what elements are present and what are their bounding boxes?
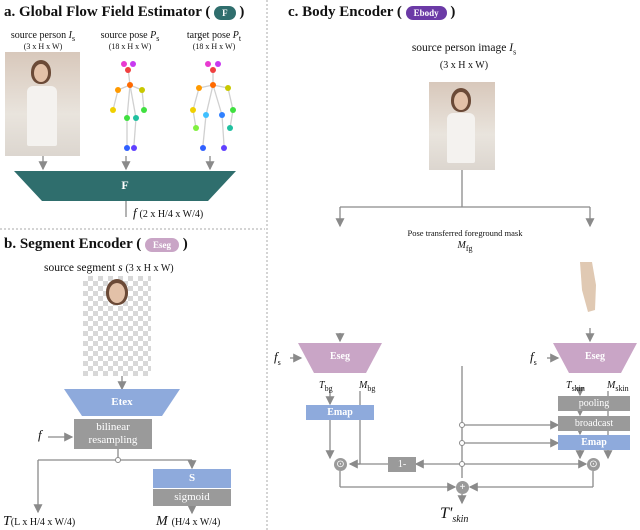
- section-a-title: a. Global Flow Field Estimator ( F ): [4, 4, 244, 21]
- t-bg-label: Tbg: [319, 380, 333, 393]
- eseg-left-label: Eseg: [322, 351, 358, 362]
- source-person-image-label: source person image Is: [405, 42, 523, 56]
- bilinear-resampling-box: bilinear resampling: [74, 419, 152, 449]
- emap-left-box: Emap: [306, 405, 374, 420]
- flow-estimator-badge: F: [214, 6, 236, 20]
- skin-arm-shape: [580, 262, 596, 312]
- body-encoder-badge: Ebody: [406, 6, 447, 20]
- pooling-box: pooling: [558, 396, 630, 411]
- segment-encoder-badge: Eseg: [145, 238, 179, 252]
- multiply-left: ⊙: [334, 458, 347, 471]
- section-c-title: c. Body Encoder ( Ebody ): [288, 4, 455, 21]
- bg-segment-silhouette: [300, 232, 352, 333]
- m-bg-label: Mbg: [359, 380, 375, 393]
- body-encoder-output: T'skin: [440, 505, 468, 525]
- etex-label: Etex: [94, 396, 150, 408]
- eseg-right-label: Eseg: [577, 351, 613, 362]
- s-module-box: S: [153, 469, 231, 488]
- mask-output: M (H/4 x W/4): [156, 512, 220, 530]
- one-minus-box: 1-: [388, 457, 416, 472]
- m-skin-label: Mskin: [607, 380, 629, 393]
- fs-left: fs: [274, 348, 281, 367]
- body-encoder-source-image: [429, 82, 495, 170]
- foreground-mask-silhouette: [435, 254, 492, 366]
- source-segment-label: source segment s (3 x H x W): [44, 262, 174, 274]
- multiply-right: ⊙: [587, 458, 600, 471]
- source-person-image-dims: (3 x H x W): [405, 60, 523, 71]
- target-pose-dims: (18 x H x W): [174, 42, 254, 51]
- broadcast-box: broadcast: [558, 416, 630, 431]
- source-pose-dims: (18 x H x W): [90, 42, 170, 51]
- fs-right: fs: [530, 348, 537, 367]
- source-pose-skeleton: [110, 61, 147, 151]
- source-person-image: [5, 52, 80, 156]
- texture-output: T(L x H/4 x W/4): [3, 512, 75, 530]
- sigmoid-box: sigmoid: [153, 489, 231, 506]
- t-skin-label: Tskin: [566, 380, 585, 393]
- flow-output: f (2 x H/4 x W/4): [133, 205, 203, 221]
- target-pose-skeleton: [190, 61, 236, 151]
- mask-var: Mfg: [395, 240, 535, 253]
- mask-label: Pose transferred foreground mask: [395, 228, 535, 238]
- flow-input-f: f: [38, 427, 42, 443]
- source-person-dims: (3 x H x W): [4, 42, 82, 51]
- add-node: +: [456, 481, 469, 494]
- flow-module-label: F: [110, 178, 140, 193]
- source-segment-image: [83, 276, 151, 376]
- section-b-title: b. Segment Encoder ( Eseg ): [4, 236, 188, 253]
- emap-right-box: Emap: [558, 435, 630, 450]
